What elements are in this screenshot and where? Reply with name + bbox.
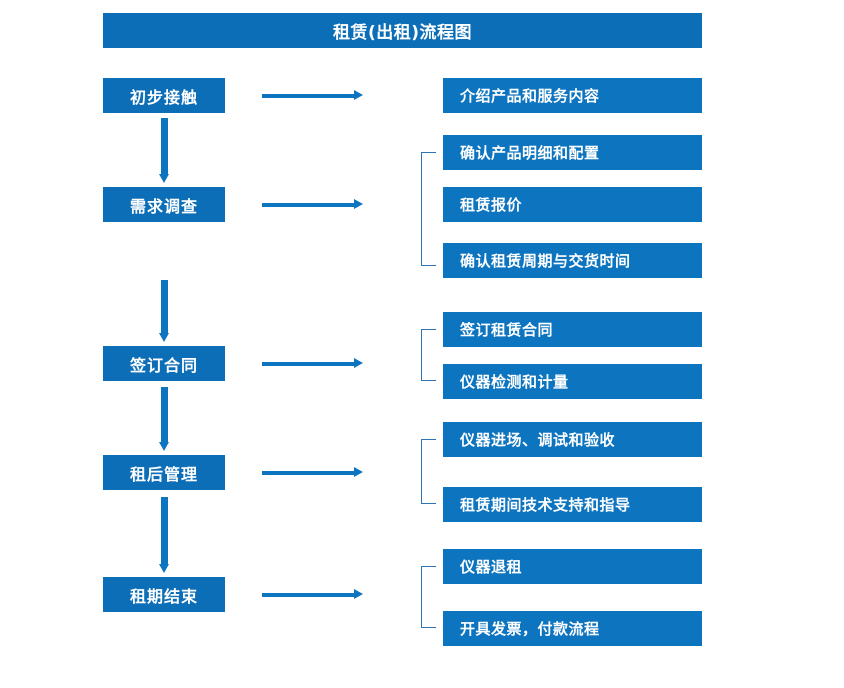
vertical-arrow-1 [159,118,170,183]
detail-box-instrument-return[interactable]: 仪器退租 [443,549,702,584]
detail-box-technical-support[interactable]: 租赁期间技术支持和指导 [443,487,702,522]
detail-box-invoice-payment[interactable]: 开具发票，付款流程 [443,611,702,646]
arrow-head-icon [354,358,363,368]
stage-box-post-rental-mgmt[interactable]: 租后管理 [103,455,225,490]
vertical-arrow-2 [159,280,170,342]
detail-box-instrument-onsite[interactable]: 仪器进场、调试和验收 [443,422,702,457]
arrow-shaft [161,118,168,174]
horizontal-arrow-1 [262,90,363,101]
vertical-arrow-3 [159,387,170,451]
arrow-head-icon [354,90,363,100]
stage-box-initial-contact[interactable]: 初步接触 [103,78,225,113]
stage-box-sign-contract[interactable]: 签订合同 [103,346,225,381]
arrow-shaft [262,93,355,98]
horizontal-arrow-4 [262,467,363,478]
arrow-shaft [161,497,168,564]
stage-box-needs-survey[interactable]: 需求调查 [103,187,225,222]
bracket-group-needs-survey [421,152,436,266]
stage-box-rental-end[interactable]: 租期结束 [103,577,225,612]
arrow-head-icon [354,467,363,477]
bracket-group-rental-end [421,566,436,628]
bracket-group-post-rental-mgmt [421,439,436,504]
arrow-head-icon [354,589,363,599]
arrow-head-icon [354,199,363,209]
arrow-head-icon [159,174,169,183]
arrow-head-icon [159,564,169,573]
arrow-shaft [262,202,355,207]
chart-title: 租赁(出租)流程图 [103,13,702,48]
detail-box-confirm-period-delivery[interactable]: 确认租赁周期与交货时间 [443,243,702,278]
arrow-head-icon [159,442,169,451]
detail-box-confirm-product-details[interactable]: 确认产品明细和配置 [443,135,702,170]
arrow-shaft [161,280,168,333]
arrow-shaft [262,361,355,366]
arrow-shaft [262,592,355,597]
horizontal-arrow-5 [262,589,363,600]
arrow-shaft [161,387,168,442]
arrow-shaft [262,470,355,475]
arrow-head-icon [159,333,169,342]
detail-box-introduce-products[interactable]: 介绍产品和服务内容 [443,78,702,113]
detail-box-sign-rental-contract[interactable]: 签订租赁合同 [443,312,702,347]
horizontal-arrow-3 [262,358,363,369]
horizontal-arrow-2 [262,199,363,210]
detail-box-rental-quotation[interactable]: 租赁报价 [443,187,702,222]
detail-box-instrument-inspection[interactable]: 仪器检测和计量 [443,364,702,399]
vertical-arrow-4 [159,497,170,573]
bracket-group-sign-contract [421,329,436,381]
